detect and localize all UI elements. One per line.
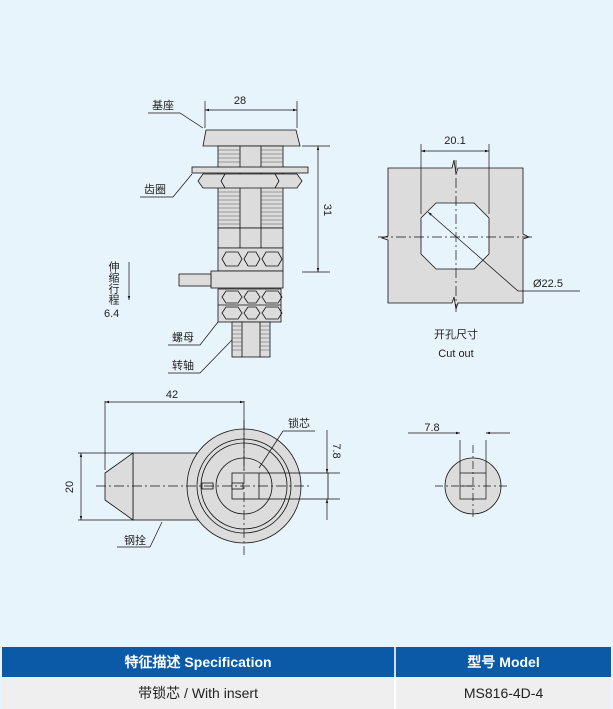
shaft-end-view xyxy=(408,431,510,520)
bolt-tip xyxy=(104,452,134,521)
dim-height-31: 31 xyxy=(321,204,333,216)
label-gear-ring: 齿圈 xyxy=(144,183,166,196)
cutout-title-en: Cut out xyxy=(438,348,473,360)
cutout-view xyxy=(378,144,580,312)
header-model: 型号 Model xyxy=(395,647,611,677)
header-specification: 特征描述 Specification xyxy=(2,647,397,677)
lock-nuts xyxy=(217,288,282,323)
front-view xyxy=(78,400,340,555)
label-shaft: 转轴 xyxy=(172,358,194,372)
label-stroke: 伸缩行程 xyxy=(107,261,120,306)
hex-nut-middle xyxy=(217,247,284,272)
technical-drawing: 28 31 基座 齿圈 伸缩行程 6.4 螺母 转轴 20.1 Ø22.5 开孔… xyxy=(64,95,580,555)
label-steel-bolt: 钢拴 xyxy=(124,533,146,547)
table-header-row: 特征描述 Specification 型号 Model xyxy=(2,647,611,677)
spec-table: 特征描述 Specification 型号 Model 带锁芯 / With i… xyxy=(2,647,611,709)
stroke-value: 6.4 xyxy=(104,308,119,320)
hex-nut-upper xyxy=(197,173,303,189)
dim-height-20: 20 xyxy=(64,481,76,493)
gear-ring xyxy=(191,166,309,174)
cam-block xyxy=(210,270,284,289)
dim-shaft-key-7-8: 7.8 xyxy=(424,422,439,434)
dim-width-28: 28 xyxy=(234,95,246,107)
side-view xyxy=(178,129,309,358)
dim-cutout-width: 20.1 xyxy=(444,135,465,147)
cutout-title-cn: 开孔尺寸 xyxy=(434,327,478,341)
body-block xyxy=(217,227,284,249)
cell-specification: 带锁芯 / With insert xyxy=(2,677,397,709)
dim-length-42: 42 xyxy=(166,389,178,401)
shaft xyxy=(231,321,271,358)
cam-tab xyxy=(178,273,212,287)
table-row: 带锁芯 / With insert MS816-4D-4 xyxy=(2,677,611,709)
dim-key-7-8: 7.8 xyxy=(330,443,342,458)
base-plate xyxy=(202,129,301,147)
dim-cutout-diameter: Ø22.5 xyxy=(533,278,563,290)
cell-model: MS816-4D-4 xyxy=(395,677,611,709)
label-lock-core: 锁芯 xyxy=(288,416,310,430)
label-base: 基座 xyxy=(152,98,174,112)
label-nut: 螺母 xyxy=(172,331,194,344)
